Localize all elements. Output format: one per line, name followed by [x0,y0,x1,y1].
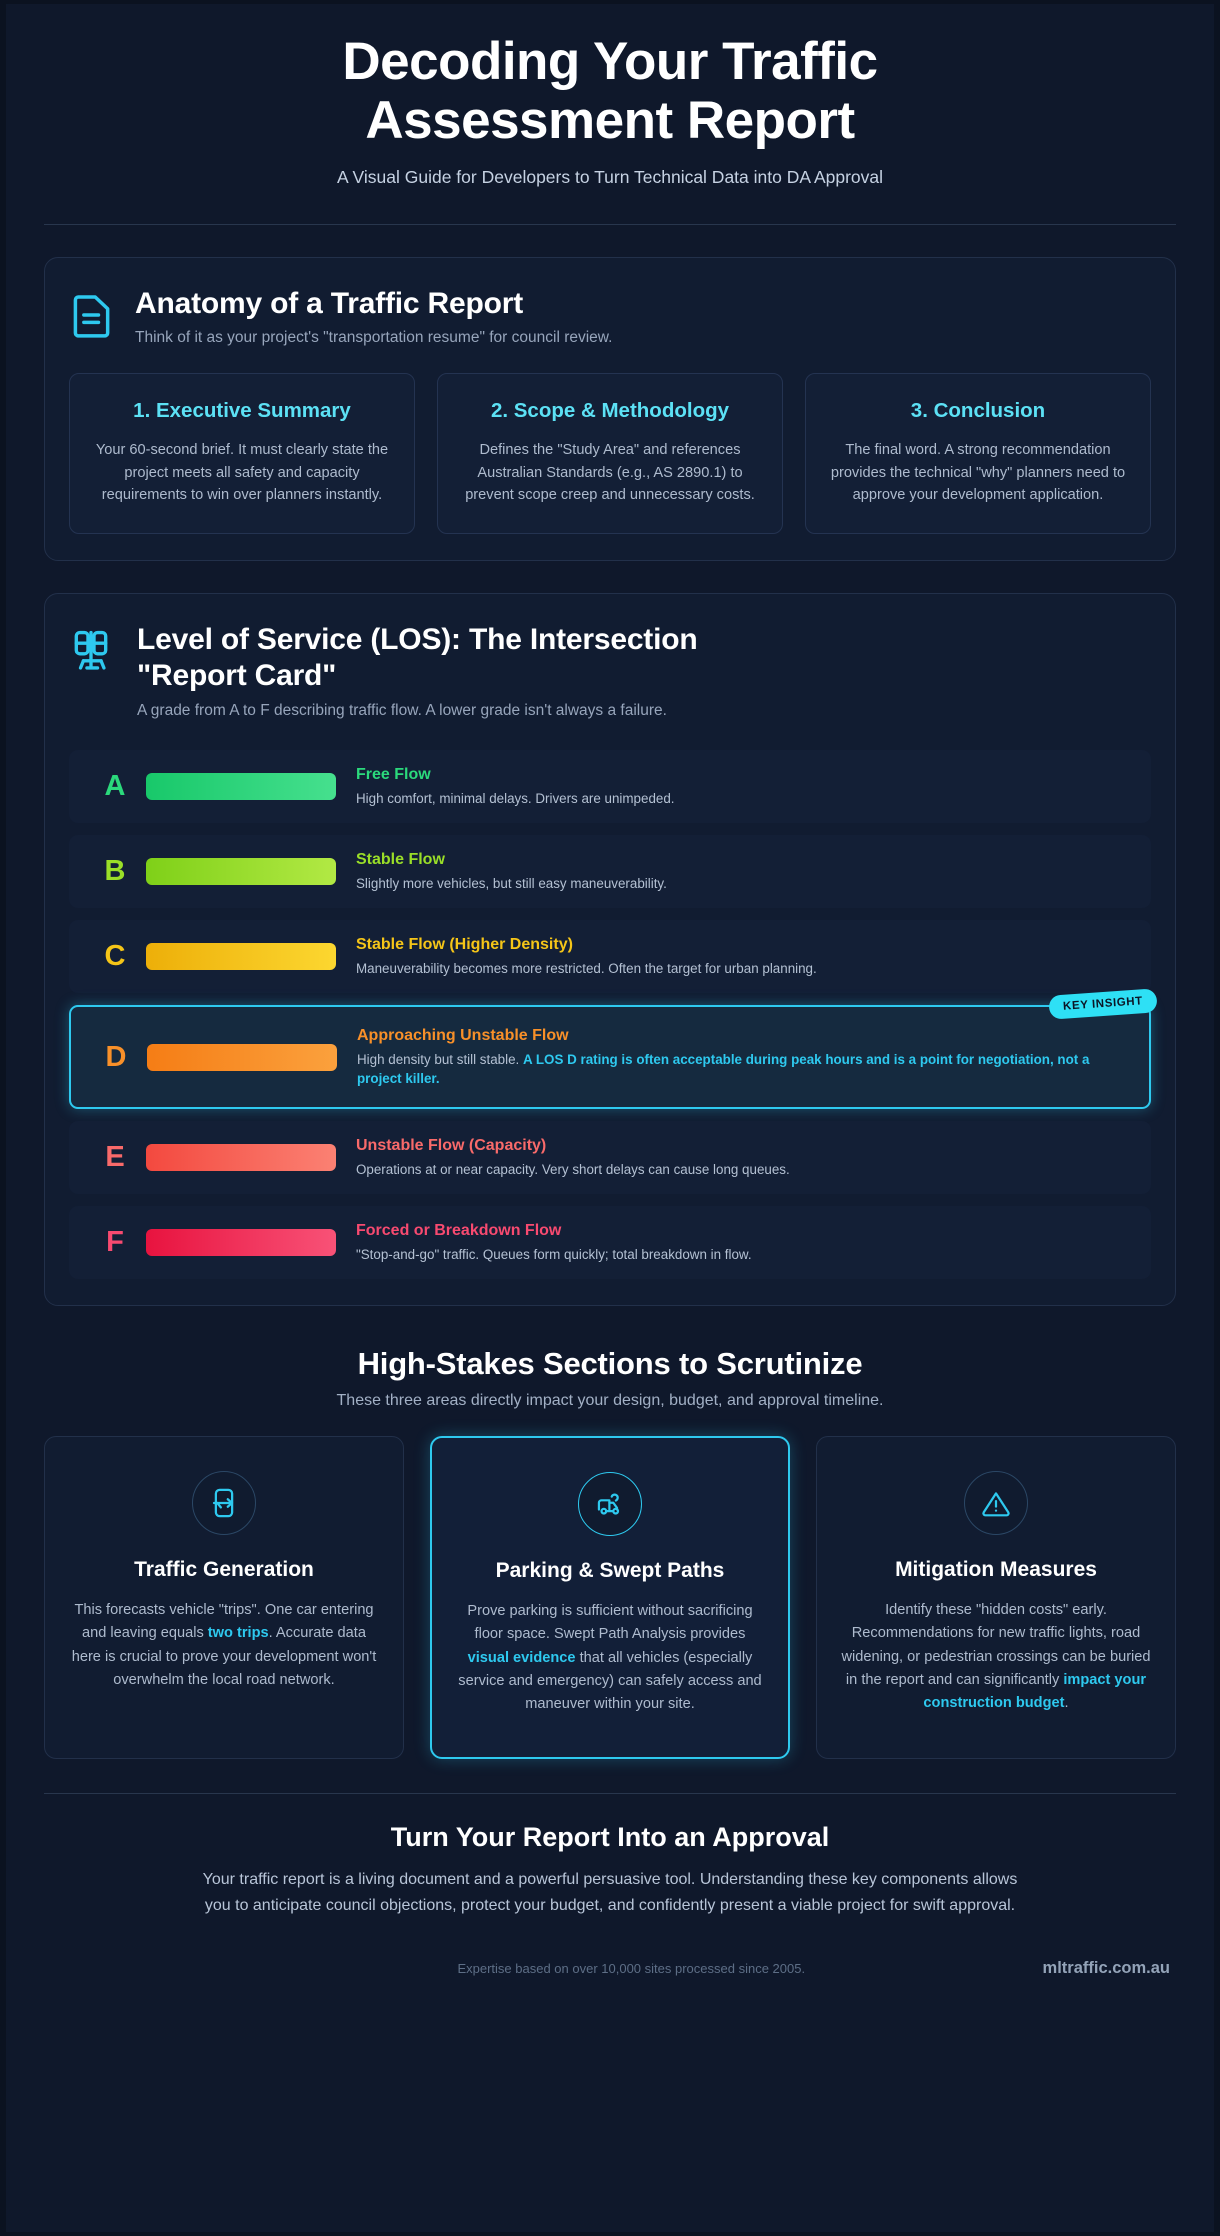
los-row-desc: High density but still stable. A LOS D r… [357,1052,1090,1087]
los-panel: Level of Service (LOS): The Intersection… [44,592,1176,1307]
anatomy-card-body: Your 60-second brief. It must clearly st… [95,441,389,504]
footer-title: Turn Your Report Into an Approval [390,1821,830,1852]
los-row-f: F Forced or Breakdown Flow "Stop-and-go"… [69,1206,1151,1280]
los-row-title: Stable Flow [356,851,445,868]
los-title: Level of Service (LOS): The Intersection… [137,622,698,693]
stake-card-parking-swept-paths: Parking & Swept Paths Prove parking is s… [430,1436,790,1759]
los-grade-letter: F [106,1226,124,1259]
los-row-title: Stable Flow (Higher Density) [356,936,573,954]
stake-card-traffic-generation: Traffic Generation This forecasts vehicl… [44,1436,404,1759]
los-bar [147,1043,337,1071]
los-bar-wrap [146,1229,336,1257]
los-bar [146,772,336,800]
stake-card-body: Prove parking is sufficient without sacr… [458,1603,762,1713]
los-row-desc: High comfort, minimal delays. Drivers ar… [356,790,675,806]
page-subtitle: A Visual Guide for Developers to Turn Te… [336,166,884,187]
anatomy-card-title: 3. Conclusion [910,399,1046,423]
anatomy-card-grid: 1. Executive Summary Your 60-second brie… [69,373,1151,534]
los-bar-wrap [146,772,336,800]
stakes-title: High-Stakes Sections to Scrutinize [357,1346,863,1382]
los-row-a: A Free Flow High comfort, minimal delays… [69,749,1151,823]
footer-expertise-note: Expertise based on over 10,000 sites pro… [457,1960,806,1976]
los-bar-wrap [146,1144,336,1172]
stake-card-title: Parking & Swept Paths [495,1559,725,1583]
hero-section: Decoding Your Traffic Assessment Report … [44,4,1176,188]
los-row-title: Unstable Flow (Capacity) [356,1137,547,1155]
anatomy-card-title: 2. Scope & Methodology [490,399,730,423]
document-icon [71,290,115,345]
anatomy-header: Anatomy of a Traffic Report Think of it … [69,284,1151,352]
header-divider [44,223,1176,225]
footer-brand[interactable]: mltraffic.com.au [1042,1958,1170,1977]
los-header: Level of Service (LOS): The Intersection… [69,620,1151,724]
los-grade-letter: A [104,769,126,802]
los-row-d: KEY INSIGHT D Approaching Unstable Flow … [69,988,1158,1110]
page-title: Decoding Your Traffic Assessment Report [342,32,878,151]
los-description: A grade from A to F describing traffic f… [137,701,667,719]
key-insight-badge: KEY INSIGHT [1048,988,1158,1020]
anatomy-description: Think of it as your project's "transport… [135,329,613,347]
los-grade-list: A Free Flow High comfort, minimal delays… [69,749,1158,1280]
footer-body: Your traffic report is a living document… [202,1870,1018,1914]
anatomy-panel: Anatomy of a Traffic Report Think of it … [44,256,1176,561]
anatomy-card: 3. Conclusion The final word. A strong r… [805,373,1151,534]
stakes-card-grid: Traffic Generation This forecasts vehicl… [44,1436,1176,1759]
stake-card-body: Identify these "hidden costs" early. Rec… [841,1602,1151,1712]
los-row-b: B Stable Flow Slightly more vehicles, bu… [69,835,1151,909]
footer-section: Turn Your Report Into an Approval Your t… [44,1794,1176,2000]
anatomy-title: Anatomy of a Traffic Report [135,286,523,320]
los-grade-letter: C [104,940,126,973]
anatomy-card-title: 1. Executive Summary [133,399,351,423]
los-grade-letter: E [105,1141,125,1174]
stake-card-mitigation-measures: Mitigation Measures Identify these "hidd… [816,1436,1176,1759]
los-bar-wrap [146,858,336,886]
anatomy-card-body: The final word. A strong recommendation … [830,441,1126,504]
los-bar [146,943,336,971]
los-grade-letter: B [104,855,126,888]
los-bar-wrap [146,943,336,971]
anatomy-card: 2. Scope & Methodology Defines the "Stud… [437,373,783,534]
warning-triangle-icon [964,1471,1028,1536]
los-row-desc: Slightly more vehicles, but still easy m… [356,876,667,891]
los-row-desc: Operations at or near capacity. Very sho… [356,1162,790,1178]
los-bar [146,1229,336,1257]
stakes-header: High-Stakes Sections to Scrutinize These… [44,1346,1176,1410]
stake-card-title: Mitigation Measures [895,1558,1097,1582]
footer-bottom-bar: Expertise based on over 10,000 sites pro… [44,1919,1176,2000]
anatomy-card-body: Defines the "Study Area" and references … [465,441,755,504]
los-bar [146,1144,336,1172]
delivery-vehicle-icon [578,1472,642,1537]
los-row-title: Forced or Breakdown Flow [356,1222,562,1240]
stakes-subtitle: These three areas directly impact your d… [336,1392,884,1410]
los-row-desc: Maneuverability becomes more restricted.… [356,961,817,977]
traffic-signal-icon [71,626,117,683]
los-row-desc: "Stop-and-go" traffic. Queues form quick… [356,1247,752,1263]
los-row-e: E Unstable Flow (Capacity) Operations at… [69,1121,1151,1195]
trip-arrow-icon [192,1471,256,1536]
footer-divider [44,1792,1176,1794]
los-bar-wrap [147,1043,337,1071]
los-bar [146,858,336,886]
stake-card-body: This forecasts vehicle "trips". One car … [71,1602,377,1689]
los-grade-letter: D [105,1040,127,1073]
los-row-title: Free Flow [356,765,431,783]
los-row-c: C Stable Flow (Higher Density) Maneuvera… [69,920,1151,994]
los-row-title: Approaching Unstable Flow [357,1027,569,1045]
anatomy-card: 1. Executive Summary Your 60-second brie… [69,373,415,534]
stake-card-title: Traffic Generation [134,1558,314,1582]
